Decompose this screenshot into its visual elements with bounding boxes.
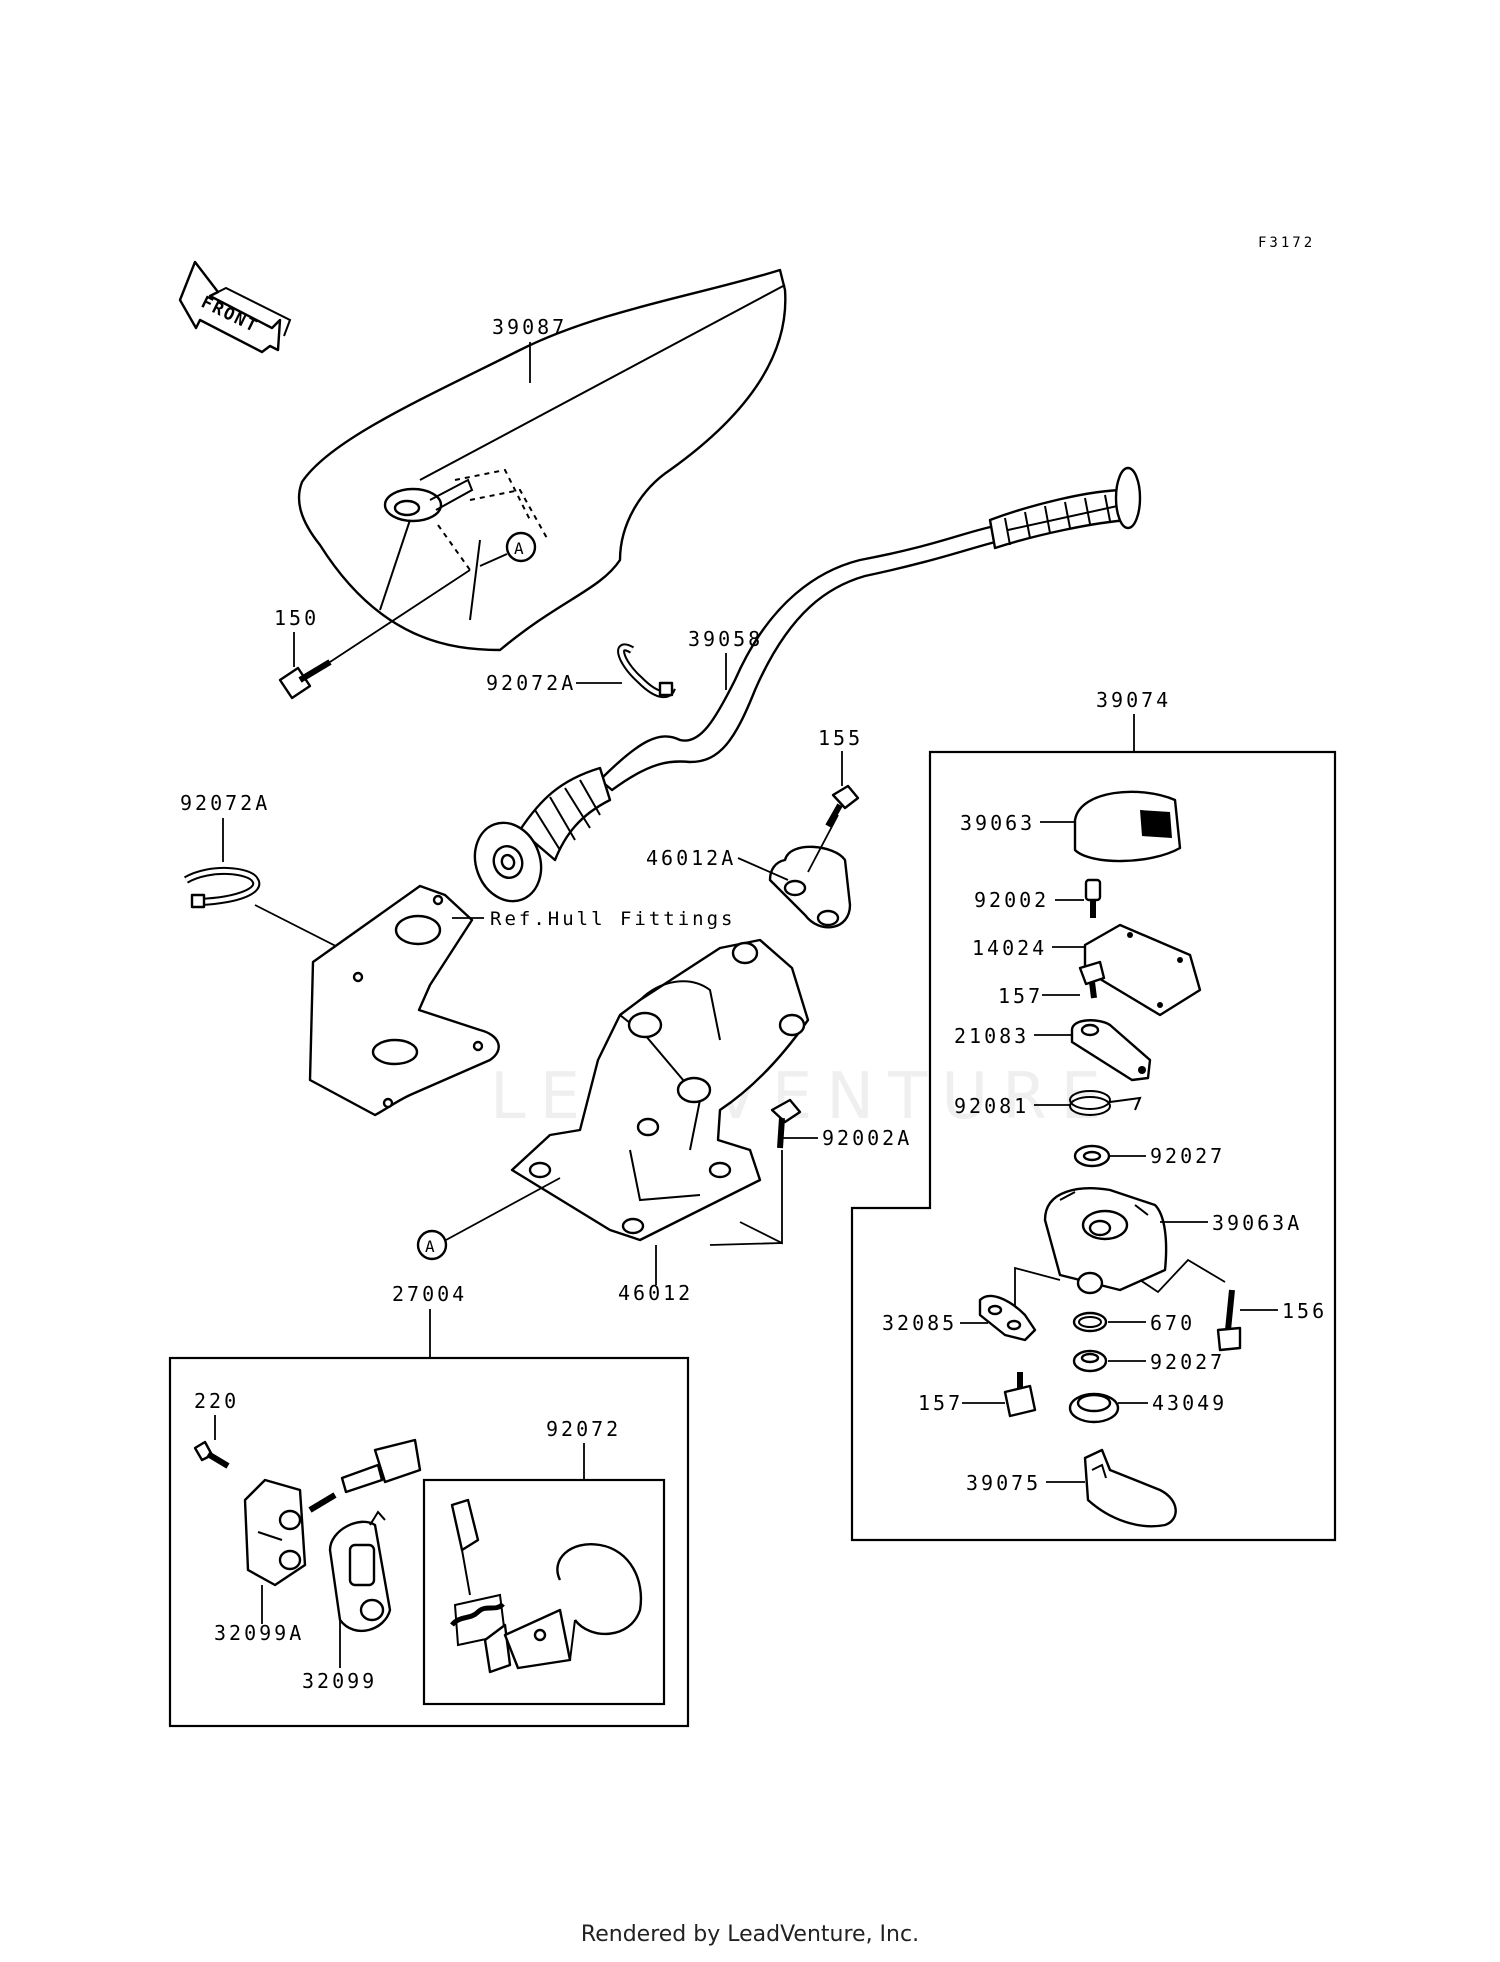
label-32099a: 32099A: [214, 1621, 304, 1645]
label-157-bottom: 157: [918, 1391, 963, 1415]
oring-670-part: [1072, 1311, 1108, 1333]
label-39075: 39075: [966, 1471, 1041, 1495]
label-32085: 32085: [882, 1311, 957, 1335]
bolt-155-part: [825, 784, 860, 828]
label-92081: 92081: [954, 1094, 1029, 1118]
steering-column-part: [510, 938, 810, 1242]
label-150: 150: [274, 606, 319, 630]
leader-callout-a-top: [479, 553, 508, 567]
throttle-housing-39063a-part: [1043, 1187, 1168, 1295]
label-27004: 27004: [392, 1282, 467, 1306]
label-39063: 39063: [960, 811, 1035, 835]
cable-tie-left-part: [183, 866, 261, 909]
leader-callout-a-bottom: [445, 1177, 561, 1241]
group-92072-frame: [422, 1478, 666, 1706]
label-220: 220: [194, 1389, 239, 1413]
label-92072: 92072: [546, 1417, 621, 1441]
label-39087: 39087: [492, 315, 567, 339]
reference-note-hull-fittings: Ref.Hull Fittings: [490, 908, 735, 930]
label-92072a-left: 92072A: [180, 791, 270, 815]
leader-155-to-clamp: [807, 814, 839, 873]
group-39074-frame: [850, 750, 1337, 1542]
label-32099: 32099: [302, 1669, 377, 1693]
label-92072a-top: 92072A: [486, 671, 576, 695]
label-92002: 92002: [974, 888, 1049, 912]
screw-156-part: [1216, 1289, 1242, 1352]
label-92002a: 92002A: [822, 1126, 912, 1150]
bolt-92002-part: [1084, 878, 1102, 918]
switch-32099-part: [328, 1510, 392, 1632]
lanyard-clip-part: [450, 1498, 643, 1674]
hull-bracket-part: [308, 884, 500, 1117]
lever-21083-part: [1070, 1019, 1152, 1082]
washer-92027-bottom-part: [1072, 1349, 1108, 1373]
screw-157-top-part: [1078, 960, 1106, 999]
label-92027-top: 92027: [1150, 1144, 1225, 1168]
callout-a-top: [505, 531, 537, 563]
washer-92027-top-part: [1073, 1144, 1111, 1168]
label-21083: 21083: [954, 1024, 1029, 1048]
bolt-150-part: [278, 659, 332, 700]
label-670: 670: [1150, 1311, 1195, 1335]
throttle-cover-part: [1073, 790, 1182, 863]
label-157-top: 157: [998, 984, 1043, 1008]
leader-46012a: [737, 857, 789, 881]
label-39074: 39074: [1096, 688, 1171, 712]
label-39063a: 39063A: [1212, 1211, 1302, 1235]
switch-32099a-part: [243, 1478, 337, 1587]
callout-a-top-label: A: [514, 539, 524, 558]
label-46012a: 46012A: [646, 846, 736, 870]
spring-92081-part: [1069, 1090, 1142, 1116]
callout-a-bottom-label: A: [425, 1237, 435, 1256]
leader-housing-right: [1139, 1258, 1226, 1294]
cable-tie-top-part: [617, 643, 676, 699]
callout-a-bottom: [416, 1229, 448, 1261]
label-155: 155: [818, 726, 863, 750]
label-39058: 39058: [688, 627, 763, 651]
group-27004-frame: [168, 1356, 690, 1728]
leader-92002a-to-base: [709, 1150, 783, 1246]
handlebar-part: [473, 466, 1142, 903]
screw-157-bottom-part: [1003, 1372, 1037, 1418]
handlebar-cover-part: [297, 268, 787, 652]
seal-43049-part: [1068, 1392, 1120, 1424]
bolt-92002a-part: [770, 1098, 802, 1149]
figure-code: F3172: [1258, 235, 1315, 251]
label-92027-bottom: 92027: [1150, 1350, 1225, 1374]
label-14024: 14024: [972, 936, 1047, 960]
label-43049: 43049: [1152, 1391, 1227, 1415]
label-46012: 46012: [618, 1281, 693, 1305]
label-156: 156: [1282, 1299, 1327, 1323]
screw-220-part: [193, 1440, 230, 1469]
lever-32085-part: [978, 1294, 1037, 1342]
front-arrow-icon: FRONT: [178, 260, 292, 354]
clamp-46012a-part: [768, 845, 852, 929]
footer-credit: Rendered by LeadVenture, Inc.: [580, 1922, 920, 1947]
throttle-lever-39075-part: [1083, 1448, 1177, 1528]
leader-150-to-cover: [329, 569, 471, 663]
